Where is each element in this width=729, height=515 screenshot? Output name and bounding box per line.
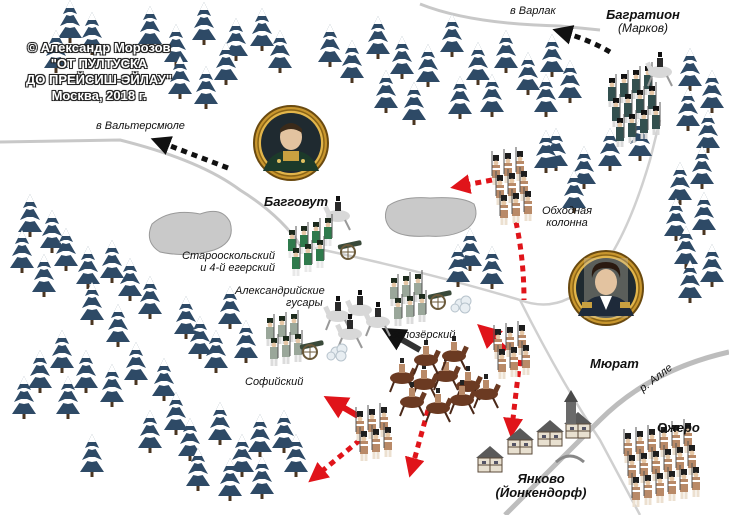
label-yankovo-1: Янково	[517, 471, 565, 486]
church-tower	[566, 402, 576, 424]
copyright-line-1: © Александр Морозов	[27, 40, 171, 55]
french-column-southwest	[355, 402, 393, 462]
label-sofiysky: Софийский	[245, 376, 304, 388]
murat-portrait	[568, 250, 644, 326]
label-alexandria-1: Александрийские	[235, 285, 325, 297]
alexandria-hussars	[322, 289, 391, 362]
french-arrow-obkhod-down	[513, 221, 527, 301]
label-starooskolsky-2: и 4-й егерский	[200, 261, 275, 274]
french-cavalry	[389, 335, 502, 423]
label-yankovo-2: (Йонкендорф)	[495, 484, 587, 500]
arrow-to-varlak	[552, 25, 612, 55]
label-starooskolsky: Старооскольский и 4-й егерский	[182, 250, 275, 274]
village-yankovo	[475, 390, 593, 473]
copyright-line-2: "ОТ ПУЛТУСКА	[50, 56, 148, 71]
label-belozersky: Белозёрский	[390, 329, 456, 341]
obkhodnaya-column	[491, 146, 533, 226]
sofiysky-units	[265, 309, 325, 367]
label-bagration: Багратион (Марков)	[598, 8, 688, 34]
label-to-varlak: в Варлак	[510, 5, 556, 17]
french-column-east	[493, 320, 531, 380]
label-alexandria: Александрийские гусары	[235, 285, 325, 309]
label-obkhodnaya-2: колонна	[546, 216, 588, 229]
bagration-infantry	[607, 51, 673, 148]
label-to-valtersmule: в Вальтерсмюле	[96, 120, 185, 132]
label-alexandria-2: гусары	[286, 296, 323, 309]
french-arrow-south-2	[308, 438, 362, 483]
copyright-line-4: Москва, 2018 г.	[51, 88, 147, 103]
french-arrow-south-1	[405, 409, 431, 478]
french-arrow-obkhod-top	[450, 174, 493, 194]
label-obkhodnaya-1: Обходная	[542, 205, 592, 217]
label-baggovut: Багговут	[264, 194, 329, 209]
label-bagration-sub: (Марков)	[617, 20, 669, 35]
french-arrow-solid-2	[323, 395, 360, 419]
label-obkhodnaya: Обходная колонна	[534, 205, 600, 229]
french-arrow-to-belozersky	[503, 359, 524, 438]
arrow-to-valtersmule	[150, 136, 229, 171]
label-ozhero: Ожеро	[657, 420, 700, 435]
russian-attack-arrow	[381, 328, 422, 353]
copyright-line-3: ДО ПРЕЙСИШ-ЭЙЛАУ"	[26, 72, 172, 87]
belozersky-units	[389, 269, 472, 327]
label-yankovo: Янково (Йонкендорф)	[486, 472, 596, 499]
lake-west	[148, 210, 232, 256]
copyright-block: © Александр Морозов "ОТ ПУЛТУСКА ДО ПРЕЙ…	[4, 40, 194, 104]
river-alle	[503, 349, 729, 515]
label-starooskolsky-1: Старооскольский	[182, 250, 275, 262]
baggovut-portrait	[253, 105, 329, 181]
label-murat: Мюрат	[590, 356, 639, 371]
road-south	[518, 299, 642, 515]
label-bagration-name: Багратион	[606, 7, 680, 22]
lake-center	[384, 197, 477, 237]
